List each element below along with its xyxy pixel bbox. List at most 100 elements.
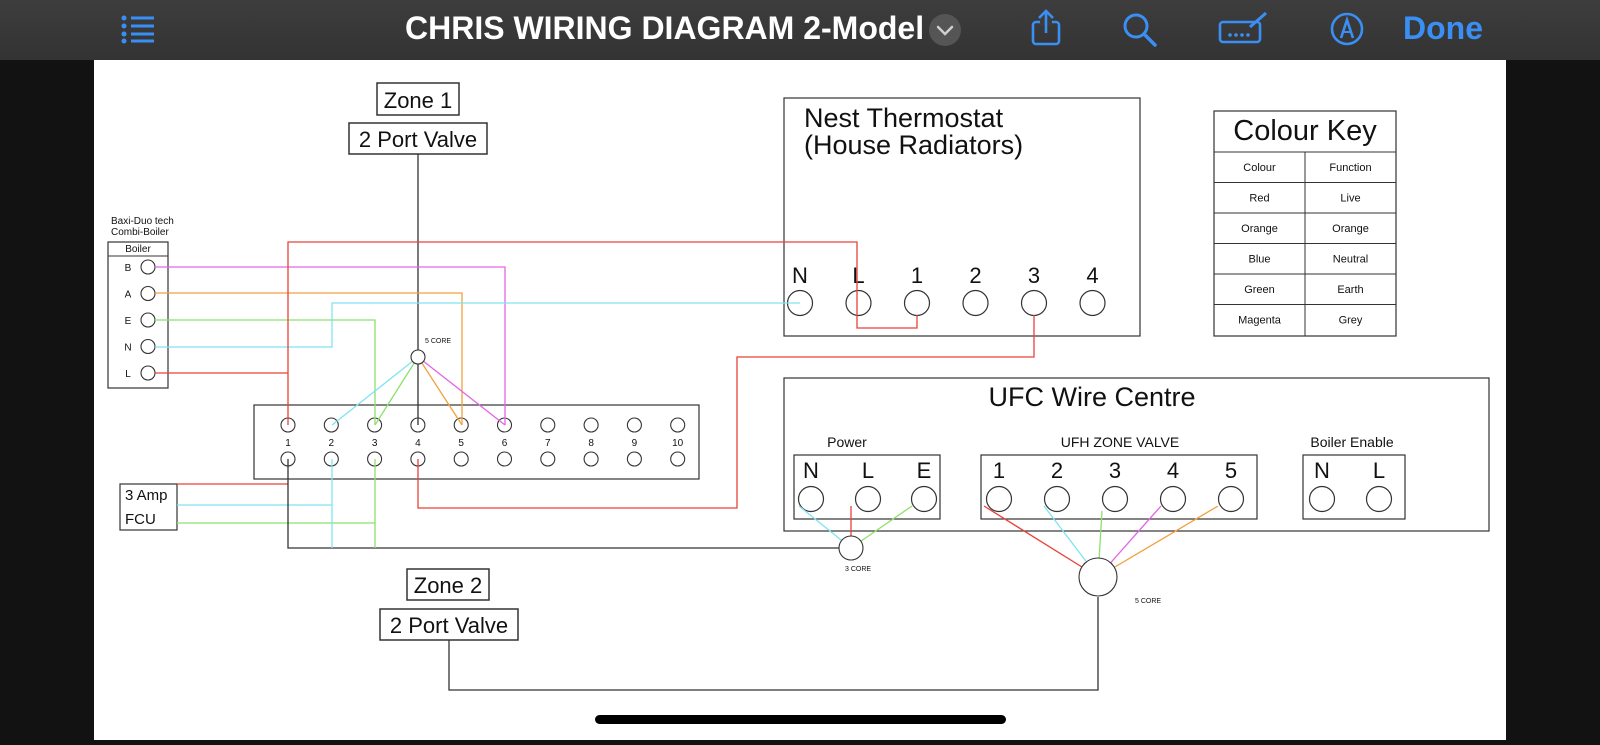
boiler-terminal-label: A [125, 290, 132, 301]
colour-key-cell: Blue [1248, 254, 1270, 266]
zone2-title: Zone 2 [414, 573, 483, 598]
nest-terminal-label: N [792, 263, 808, 288]
jb-terminal-label: 8 [588, 438, 594, 449]
document-title[interactable]: CHRIS WIRING DIAGRAM 2-Model [405, 10, 925, 46]
boiler-heading-line2: Combi-Boiler [111, 227, 169, 238]
jb-terminal-label: 4 [415, 438, 421, 449]
ufc-boiler_enable_terminals-N [1308, 485, 1336, 513]
ufc-boiler_enable_terminals-L [1365, 485, 1393, 513]
wiring-diagram: Zone 1 2 Port Valve Baxi-Duo tech Combi-… [107, 82, 1490, 691]
jb-terminal-top-8 [583, 417, 599, 433]
wire-5core-magenta [417, 356, 506, 426]
done-button[interactable]: Done [1403, 10, 1483, 46]
wire-5core-blue [331, 356, 419, 426]
ufc-zone_valve_terminals-1 [985, 485, 1013, 513]
nest-terminal-1 [903, 289, 931, 317]
markup-icon[interactable] [1218, 11, 1270, 50]
ufc-zone_valve_terminals-3 [1101, 485, 1129, 513]
wires [155, 154, 1219, 691]
share-icon[interactable] [1030, 9, 1062, 52]
jb-terminal-label: 7 [545, 438, 551, 449]
nest-terminal-label: 3 [1028, 263, 1040, 288]
fcu-box [119, 483, 178, 531]
nest-title-line2: (House Radiators) [804, 130, 1023, 160]
jb-terminal-bottom-6 [496, 451, 513, 467]
wire-nest3-return [417, 315, 1035, 509]
ufc-boiler-enable-box [1302, 454, 1406, 520]
core5-top-node [410, 349, 426, 365]
jb-terminal-label: 10 [672, 438, 684, 449]
core3-label: 3 CORE [845, 566, 871, 573]
boiler-heading-line1: Baxi-Duo tech [111, 216, 174, 227]
jb-terminal-bottom-2 [323, 451, 339, 467]
ufc-terminal-label: L [1373, 458, 1385, 483]
title-menu-button[interactable] [929, 14, 961, 46]
boiler-terminal-label: B [125, 263, 132, 274]
boiler-label: Boiler [125, 244, 151, 255]
jb-terminal-top-5 [453, 417, 469, 433]
core3-node [838, 535, 864, 561]
jb-terminal-label: 2 [329, 438, 335, 449]
document-page: Zone 1 2 Port Valve Baxi-Duo tech Combi-… [94, 60, 1506, 740]
wire-5core-orange [417, 356, 463, 426]
ufc-power_terminals-N [797, 485, 825, 513]
boiler-terminal-L [140, 365, 156, 381]
jb-terminal-label: 1 [285, 438, 291, 449]
jb-terminal-bottom-9 [626, 451, 642, 467]
ufc-power_terminals-L [854, 485, 882, 513]
ufc-title: UFC Wire Centre [988, 382, 1195, 412]
colour-key-cell: Grey [1339, 315, 1363, 327]
ufc-boiler-enable-label: Boiler Enable [1310, 434, 1393, 450]
wire-5core-green [374, 356, 419, 426]
pen-icon[interactable] [1330, 12, 1366, 53]
jb-terminal-label: 3 [372, 438, 378, 449]
jb-terminal-top-2 [323, 417, 339, 433]
jb-terminal-bottom-5 [453, 451, 469, 467]
zone1-valve: 2 Port Valve [359, 127, 477, 152]
wire-ufh-1 [983, 505, 1099, 578]
colour-key-cell: Magenta [1238, 315, 1282, 327]
jb-terminal-label: 5 [458, 438, 464, 449]
ufc-power-label: Power [827, 434, 867, 450]
fcu-line2: FCU [125, 511, 156, 528]
boiler-terminal-E [140, 312, 156, 328]
zone1-title: Zone 1 [384, 88, 453, 113]
boiler-terminal-label: E [125, 316, 132, 327]
chevron-down-icon [936, 25, 954, 36]
ufc-terminal-label: 5 [1225, 458, 1237, 483]
search-icon[interactable] [1122, 12, 1158, 53]
nest-terminal-label: 1 [911, 263, 923, 288]
jb-terminal-top-7 [540, 417, 556, 433]
nest-terminal-label: 2 [969, 263, 981, 288]
boiler-terminal-B [140, 259, 156, 275]
colour-key-cell: Function [1329, 162, 1371, 174]
colour-key-title: Colour Key [1233, 115, 1377, 147]
list-icon[interactable] [120, 14, 156, 49]
home-indicator [595, 715, 1006, 724]
nest-thermostat-box [783, 97, 1141, 337]
nest-title-line1: Nest Thermostat [804, 103, 1004, 133]
colour-key-cell: Colour [1243, 162, 1276, 174]
wire-boiler-e [155, 319, 376, 425]
wire-boiler-b [155, 266, 506, 425]
boiler-box [107, 241, 169, 389]
wire-ufh-5 [1097, 505, 1219, 578]
ufc-terminal-label: L [862, 458, 874, 483]
ufc-zone-valve-label: UFH ZONE VALVE [1061, 434, 1180, 450]
nest-terminal-4 [1079, 289, 1106, 317]
wire-boiler-n [155, 302, 800, 348]
jb-terminal-label: 6 [502, 438, 508, 449]
core5-top-label: 5 CORE [425, 338, 451, 345]
jb-terminal-bottom-10 [670, 451, 686, 467]
ufc-wire-centre-box [783, 377, 1490, 532]
colour-key-cell: Orange [1332, 223, 1369, 235]
zone2-title-box [406, 568, 490, 601]
jb-terminal-top-10 [670, 417, 686, 433]
ufc-terminal-label: 1 [993, 458, 1005, 483]
core5-bottom-node [1078, 557, 1118, 597]
